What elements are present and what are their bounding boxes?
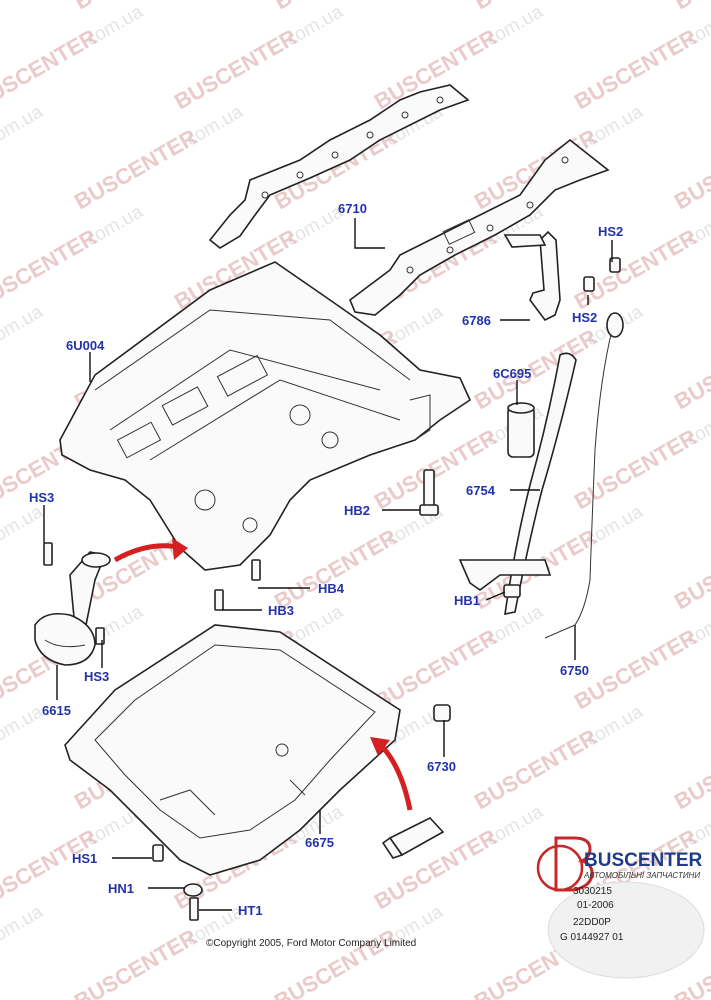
bolt-hb2: [423, 469, 435, 511]
svg-text:.com.ua: .com.ua: [0, 101, 47, 153]
stud-ht1: [189, 897, 199, 921]
watermark-text: BUSCENTER.com.ua: [470, 501, 647, 614]
label-ht1: HT1: [238, 903, 263, 918]
code-4: G 0144927 01: [560, 932, 624, 943]
watermark-text: BUSCENTER.com.ua: [0, 701, 47, 814]
label-6710: 6710: [338, 201, 367, 216]
watermark-text: BUSCENTER.com.ua: [0, 301, 47, 414]
red-arrow-head-icon: [172, 538, 188, 560]
label-hs3-top: HS3: [29, 490, 54, 505]
label-hs2-top: HS2: [598, 224, 623, 239]
oil-filter: [507, 402, 535, 458]
watermark-text: BUSCENTER.com.ua: [70, 101, 247, 214]
label-6c695: 6C695: [493, 366, 531, 381]
oil-strainer: [34, 551, 111, 666]
label-hb1: HB1: [454, 593, 480, 608]
watermark-text: BUSCENTER.com.ua: [470, 701, 647, 814]
buscenter-logo: BUSCENTER АВТОМОБІЛЬНІ ЗАПЧАСТИНИ 303021…: [536, 836, 705, 979]
svg-text:.com.ua: .com.ua: [0, 501, 47, 553]
red-arrow-icons: [113, 538, 413, 811]
bolt-hs1: [152, 844, 164, 862]
leader-lines: [43, 218, 613, 911]
sealant-tube: [381, 817, 445, 859]
logo-tagline: АВТОМОБІЛЬНІ ЗАПЧАСТИНИ: [583, 871, 700, 880]
label-hs2-bottom: HS2: [572, 310, 597, 325]
label-6615: 6615: [42, 703, 71, 718]
watermark-text: BUSCENTER.com.ua: [570, 601, 711, 714]
code-2: 01-2006: [577, 900, 614, 911]
nut-hn1: [183, 883, 203, 897]
bolt-hs3-top: [43, 542, 53, 566]
svg-text:BUSCENTER: BUSCENTER: [670, 0, 711, 14]
svg-text:.com.ua: .com.ua: [0, 701, 47, 753]
watermark-text: BUSCENTER.com.ua: [270, 0, 401, 14]
watermark-text: BUSCENTER.com.ua: [470, 0, 601, 14]
svg-text:BUSCENTER: BUSCENTER: [670, 124, 711, 214]
watermark-text: BUSCENTER.com.ua: [370, 601, 547, 714]
watermark-text: BUSCENTER.com.ua: [670, 324, 711, 414]
label-hb2: HB2: [344, 503, 370, 518]
watermark-text: BUSCENTER.com.ua: [570, 401, 711, 514]
watermark-text: BUSCENTER.com.ua: [570, 1, 711, 114]
watermark-text: BUSCENTER.com.ua: [0, 201, 147, 314]
watermark-text: BUSCENTER.com.ua: [0, 0, 1, 14]
red-arrow-head-icon: [370, 737, 390, 756]
watermark-text: BUSCENTER.com.ua: [570, 201, 711, 314]
watermark-text: BUSCENTER.com.ua: [670, 0, 711, 14]
label-hb4: HB4: [318, 581, 345, 596]
watermark-text: BUSCENTER.com.ua: [0, 501, 47, 614]
upper-oil-pan: [59, 261, 472, 571]
dipstick-tube: [458, 352, 577, 616]
dipstick: [544, 312, 624, 639]
code-3: 22DD0P: [573, 917, 611, 928]
label-6754: 6754: [466, 483, 496, 498]
bolt-hs3-bottom: [95, 627, 105, 645]
bolt-hs2-bottom: [583, 276, 595, 292]
watermark-text: BUSCENTER.com.ua: [70, 0, 201, 14]
watermark-text: BUSCENTER.com.ua: [0, 901, 47, 1000]
label-6730: 6730: [427, 759, 456, 774]
code-1: 3030215: [573, 886, 612, 897]
gasket-lower: [349, 138, 610, 316]
pickup-bracket: [503, 230, 561, 322]
svg-text:.com.ua: .com.ua: [0, 901, 47, 953]
label-6786: 6786: [462, 313, 491, 328]
watermark-text: BUSCENTER.com.ua: [670, 724, 711, 814]
copyright-text: ©Copyright 2005, Ford Motor Company Limi…: [206, 938, 416, 949]
part-labels: 6710 HS2 HS2 6786 6U004 6C695 HS3 HB2 67…: [29, 201, 623, 918]
watermark-text: BUSCENTER.com.ua: [170, 1, 347, 114]
bolt-hb3: [214, 589, 224, 611]
svg-text:.com.ua: .com.ua: [0, 301, 47, 353]
label-hn1: HN1: [108, 881, 134, 896]
svg-text:BUSCENTER: BUSCENTER: [0, 0, 1, 14]
gasket-upper: [208, 84, 470, 249]
watermark-text: BUSCENTER.com.ua: [0, 1, 147, 114]
watermark-text: BUSCENTER.com.ua: [670, 524, 711, 614]
fasteners: [43, 257, 621, 921]
svg-text:BUSCENTER: BUSCENTER: [670, 524, 711, 614]
svg-text:BUSCENTER: BUSCENTER: [670, 724, 711, 814]
watermark-text: BUSCENTER.com.ua: [0, 101, 47, 214]
lower-oil-pan: [64, 624, 401, 876]
bolt-hb1: [503, 584, 521, 598]
plug-6730: [433, 704, 451, 722]
svg-text:BUSCENTER: BUSCENTER: [670, 324, 711, 414]
label-6750: 6750: [560, 663, 589, 678]
watermark-text: BUSCENTER.com.ua: [670, 124, 711, 214]
label-hs3-bottom: HS3: [84, 669, 109, 684]
label-hs1: HS1: [72, 851, 97, 866]
label-6675: 6675: [305, 835, 334, 850]
logo-name: BUSCENTER: [584, 850, 703, 871]
bolt-hb4: [251, 559, 261, 581]
label-hb3: HB3: [268, 603, 294, 618]
label-6u004: 6U004: [66, 338, 105, 353]
